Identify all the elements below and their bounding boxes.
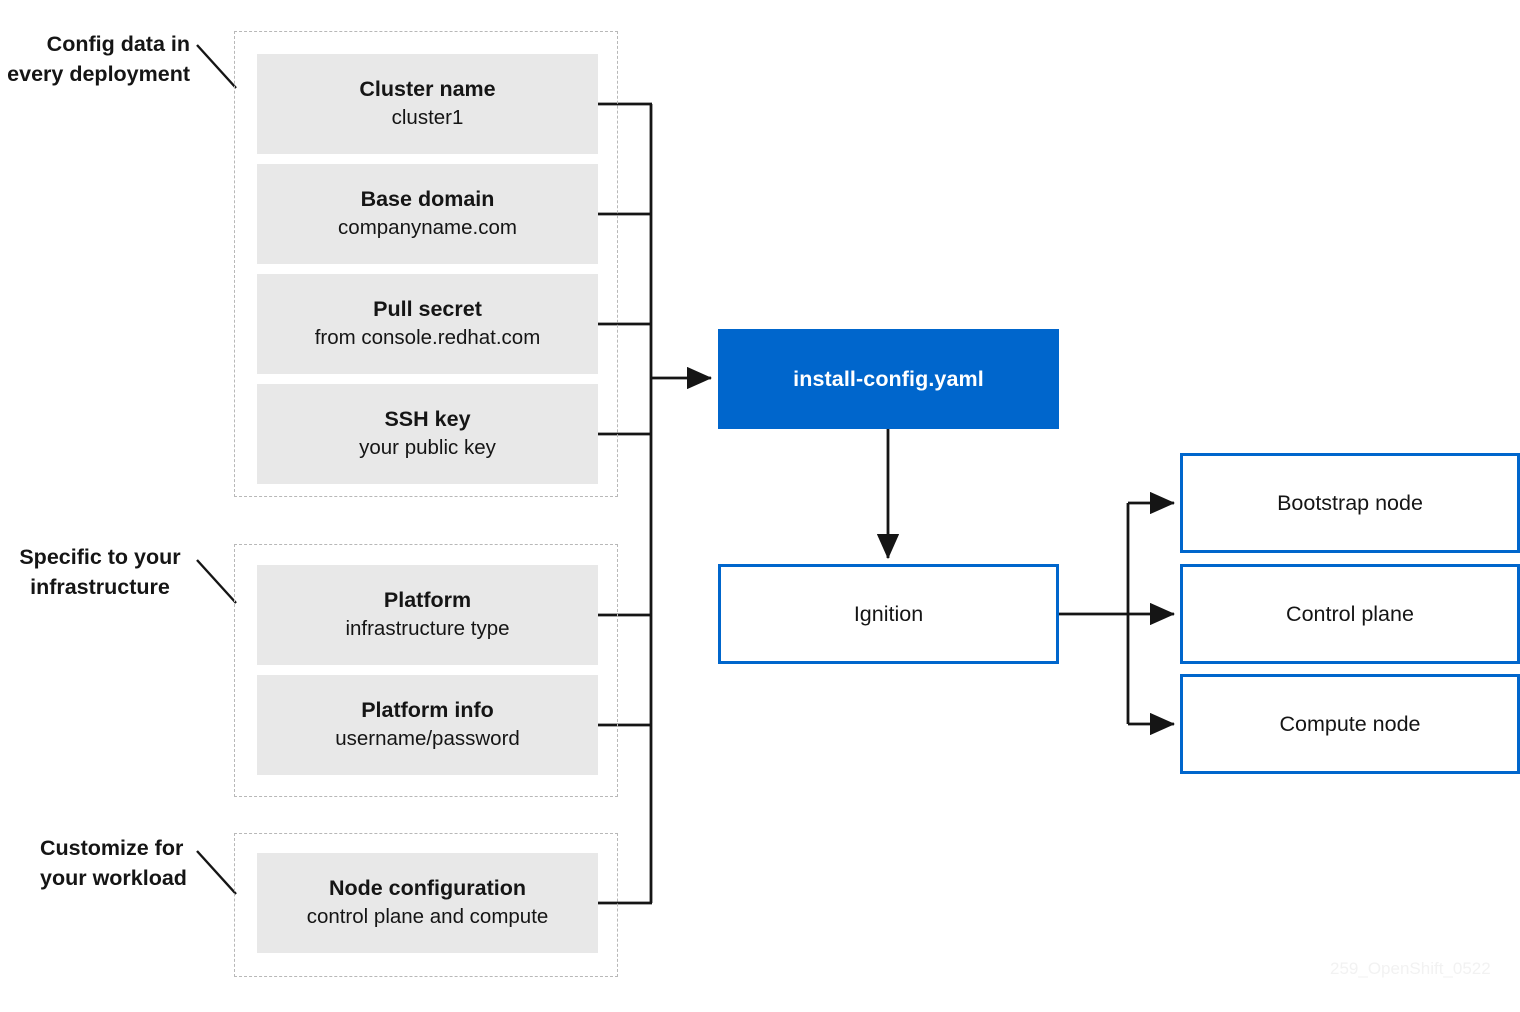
dashed-group-workload (234, 833, 618, 977)
group-label-workload: Customize for your workload (40, 836, 187, 890)
watermark-label: 259_OpenShift_0522 (1330, 959, 1491, 978)
config-card-title: Node configuration (328, 876, 527, 901)
config-card-title: Cluster name (359, 77, 496, 102)
compute-node-box[interactable]: Compute node (1180, 674, 1520, 774)
bootstrap-node-box[interactable]: Bootstrap node (1180, 453, 1520, 553)
dashed-group-config-data (234, 31, 618, 497)
dashed-group-infrastructure (234, 544, 618, 797)
config-card-node-configuration[interactable]: Node configuration control plane and com… (257, 853, 598, 953)
config-card-title: Base domain (360, 187, 495, 212)
group-label-infrastructure: Specific to your infrastructure (19, 545, 181, 599)
config-card-cluster-name[interactable]: Cluster name cluster1 (257, 54, 598, 154)
config-card-title: Platform info (361, 698, 494, 723)
config-card-platform[interactable]: Platform infrastructure type (257, 565, 598, 665)
config-card-title: Platform (383, 588, 472, 613)
config-card-subtitle: companyname.com (338, 216, 517, 240)
control-plane-box[interactable]: Control plane (1180, 564, 1520, 664)
config-card-platform-info[interactable]: Platform info username/password (257, 675, 598, 775)
config-card-pull-secret[interactable]: Pull secret from console.redhat.com (257, 274, 598, 374)
config-card-subtitle: username/password (335, 727, 520, 751)
config-card-subtitle: from console.redhat.com (314, 326, 541, 350)
config-card-subtitle: your public key (359, 436, 496, 460)
leader-line-workload (196, 850, 237, 895)
config-card-ssh-key[interactable]: SSH key your public key (257, 384, 598, 484)
config-card-subtitle: control plane and compute (306, 905, 549, 929)
install-config-yaml-box[interactable]: install-config.yaml (718, 329, 1059, 429)
group-label-config-data: Config data in every deployment (7, 32, 190, 86)
config-card-subtitle: infrastructure type (345, 617, 510, 641)
bootstrap-node-label: Bootstrap node (1277, 490, 1423, 515)
leader-line-config-data (196, 44, 237, 89)
config-card-subtitle: cluster1 (391, 106, 464, 130)
leader-line-infrastructure (196, 559, 237, 604)
config-card-title: SSH key (384, 407, 471, 432)
config-card-title: Pull secret (373, 297, 482, 322)
ignition-label: Ignition (853, 601, 924, 626)
config-card-base-domain[interactable]: Base domain companyname.com (257, 164, 598, 264)
control-plane-label: Control plane (1286, 601, 1414, 626)
install-config-yaml-label: install-config.yaml (793, 366, 984, 391)
compute-node-label: Compute node (1279, 711, 1421, 736)
ignition-box[interactable]: Ignition (718, 564, 1059, 664)
